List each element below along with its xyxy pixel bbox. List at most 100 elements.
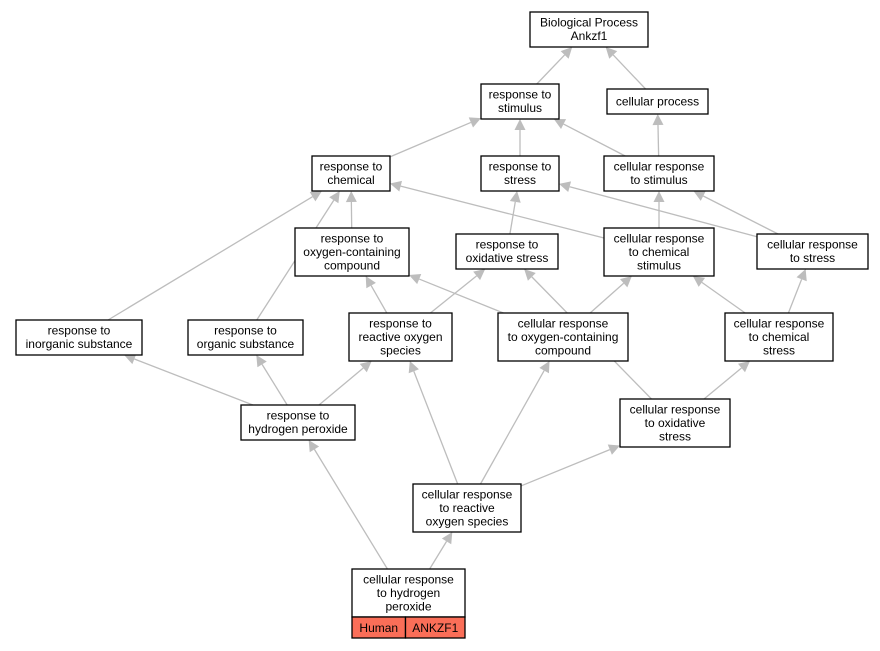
arrowhead-resp_stim-to-bp: [560, 47, 573, 59]
node-box: [15, 319, 143, 356]
edge-cell_resp_h2o2-to-cell_resp_ros: [429, 541, 448, 570]
node-box: [603, 155, 715, 192]
node-label-line: species: [380, 343, 421, 357]
node-label-line: Ankzf1: [571, 29, 608, 43]
arrowhead-resp_h2o2-to-resp_org: [256, 355, 267, 368]
edge-cell_resp_oxy_comp-to-cell_resp_chem_stim: [589, 282, 625, 314]
node-box: [351, 568, 466, 618]
annotation-cell-gene: [404, 616, 466, 639]
edge-resp_chem-to-resp_stim: [389, 121, 472, 158]
node-label-line: to chemical: [749, 330, 810, 344]
node-box: [603, 227, 715, 277]
node-label-line: cellular process: [616, 94, 699, 108]
edge-resp_stim-to-bp: [536, 54, 566, 85]
edge-cell_resp_stim-to-cell_proc: [657, 124, 660, 157]
node-label-line: to hydrogen: [377, 586, 440, 600]
edge-resp_h2o2-to-resp_inorg: [134, 358, 254, 406]
node-label-line: reactive oxygen: [358, 330, 442, 344]
node-box: [606, 88, 709, 115]
node-label-line: cellular response: [363, 572, 454, 586]
arrowhead-cell_proc-to-bp: [605, 47, 618, 59]
node-label-line: cellular response: [614, 231, 705, 245]
node-label-line: to stress: [790, 251, 835, 265]
node-label-line: oxygen species: [426, 514, 509, 528]
node-label-line: chemical: [327, 173, 374, 187]
edge-resp_ros-to-resp_oxy_comp: [370, 285, 388, 314]
edge-cell_resp_chem_stress-to-cell_resp_chem_stim: [701, 281, 746, 314]
edge-cell_resp_ox_stress-to-cell_resp_chem_stress: [703, 367, 742, 400]
arrowhead-cell_resp_h2o2-to-cell_resp_ros: [441, 532, 453, 545]
edges-layer: [107, 47, 807, 570]
edge-resp_h2o2-to-resp_ros: [318, 367, 364, 406]
node-box: [480, 83, 560, 120]
arrowhead-resp_chem-to-resp_stim: [468, 117, 481, 128]
node-box: [294, 227, 410, 277]
arrowhead-resp_ros-to-resp_ox_stress: [473, 269, 486, 281]
arrowhead-resp_inorg-to-resp_chem: [309, 191, 322, 202]
arrowhead-cell_resp_chem_stress-to-cell_resp_chem_stim: [692, 276, 706, 287]
arrowhead-resp_h2o2-to-resp_ros: [359, 361, 372, 373]
edge-cell_resp_h2o2-to-resp_h2o2: [313, 449, 388, 570]
arrowhead-cell_resp_stress-to-cell_resp_stim: [693, 191, 706, 201]
node-label-line: stress: [659, 429, 691, 443]
arrowhead-cell_resp_chem_stress-to-cell_resp_stress: [796, 269, 807, 282]
node-label-line: response to: [214, 324, 277, 338]
arrowhead-cell_resp_h2o2-to-resp_h2o2: [308, 440, 320, 453]
node-label-line: cellular response: [630, 402, 721, 416]
node-box: [619, 398, 731, 448]
node-label-line: response to: [476, 238, 539, 252]
arrowhead-cell_resp_chem_stim-to-resp_chem: [390, 180, 403, 192]
node-label-line: stress: [504, 173, 536, 187]
arrowhead-resp_h2o2-to-resp_inorg: [124, 353, 137, 365]
node-label-line: peroxide: [385, 599, 431, 613]
edge-cell_resp_chem_stim-to-resp_chem: [400, 185, 605, 239]
node-cell_proc[interactable]: cellular process: [606, 88, 709, 115]
arrowhead-cell_resp_stim-to-cell_proc: [652, 114, 664, 126]
node-label-line: to reactive: [439, 501, 495, 515]
node-box: [529, 11, 649, 48]
arrowhead-cell_resp_ros-to-resp_ros: [408, 361, 419, 374]
arrowhead-cell_resp_ros-to-cell_resp_ox_stress: [607, 444, 620, 455]
node-label-line: response to: [489, 160, 552, 174]
edge-resp_inorg-to-resp_chem: [107, 196, 313, 321]
node-label-line: cellular response: [518, 316, 609, 330]
edge-resp_ros-to-resp_ox_stress: [429, 275, 478, 314]
arrowhead-resp_org-to-resp_chem: [329, 191, 340, 204]
arrowhead-cell_resp_ox_stress-to-resp_ox_stress: [524, 269, 536, 281]
node-label-line: response to: [48, 324, 111, 338]
node-label-line: cellular response: [614, 160, 705, 174]
node-label-line: hydrogen peroxide: [248, 422, 348, 436]
node-label-line: Biological Process: [540, 16, 638, 30]
node-label-line: cellular response: [767, 238, 858, 252]
edge-resp_h2o2-to-resp_org: [261, 364, 288, 406]
arrowhead-cell_resp_oxy_comp-to-cell_resp_chem_stim: [620, 276, 632, 288]
arrowhead-cell_resp_chem_stim-to-cell_resp_stim: [653, 191, 665, 202]
edge-cell_resp_stress-to-cell_resp_stim: [702, 195, 779, 235]
node-label-line: stress: [763, 343, 795, 357]
edge-cell_resp_chem_stress-to-cell_resp_stress: [787, 279, 803, 314]
node-label-line: response to: [489, 88, 552, 102]
edge-cell_resp_ros-to-resp_ros: [413, 371, 459, 485]
node-label-line: compound: [535, 343, 591, 357]
node-box: [348, 312, 453, 362]
node-label-line: to oxidative: [645, 416, 706, 430]
edge-cell_resp_ros-to-cell_resp_oxy_comp: [479, 370, 545, 485]
